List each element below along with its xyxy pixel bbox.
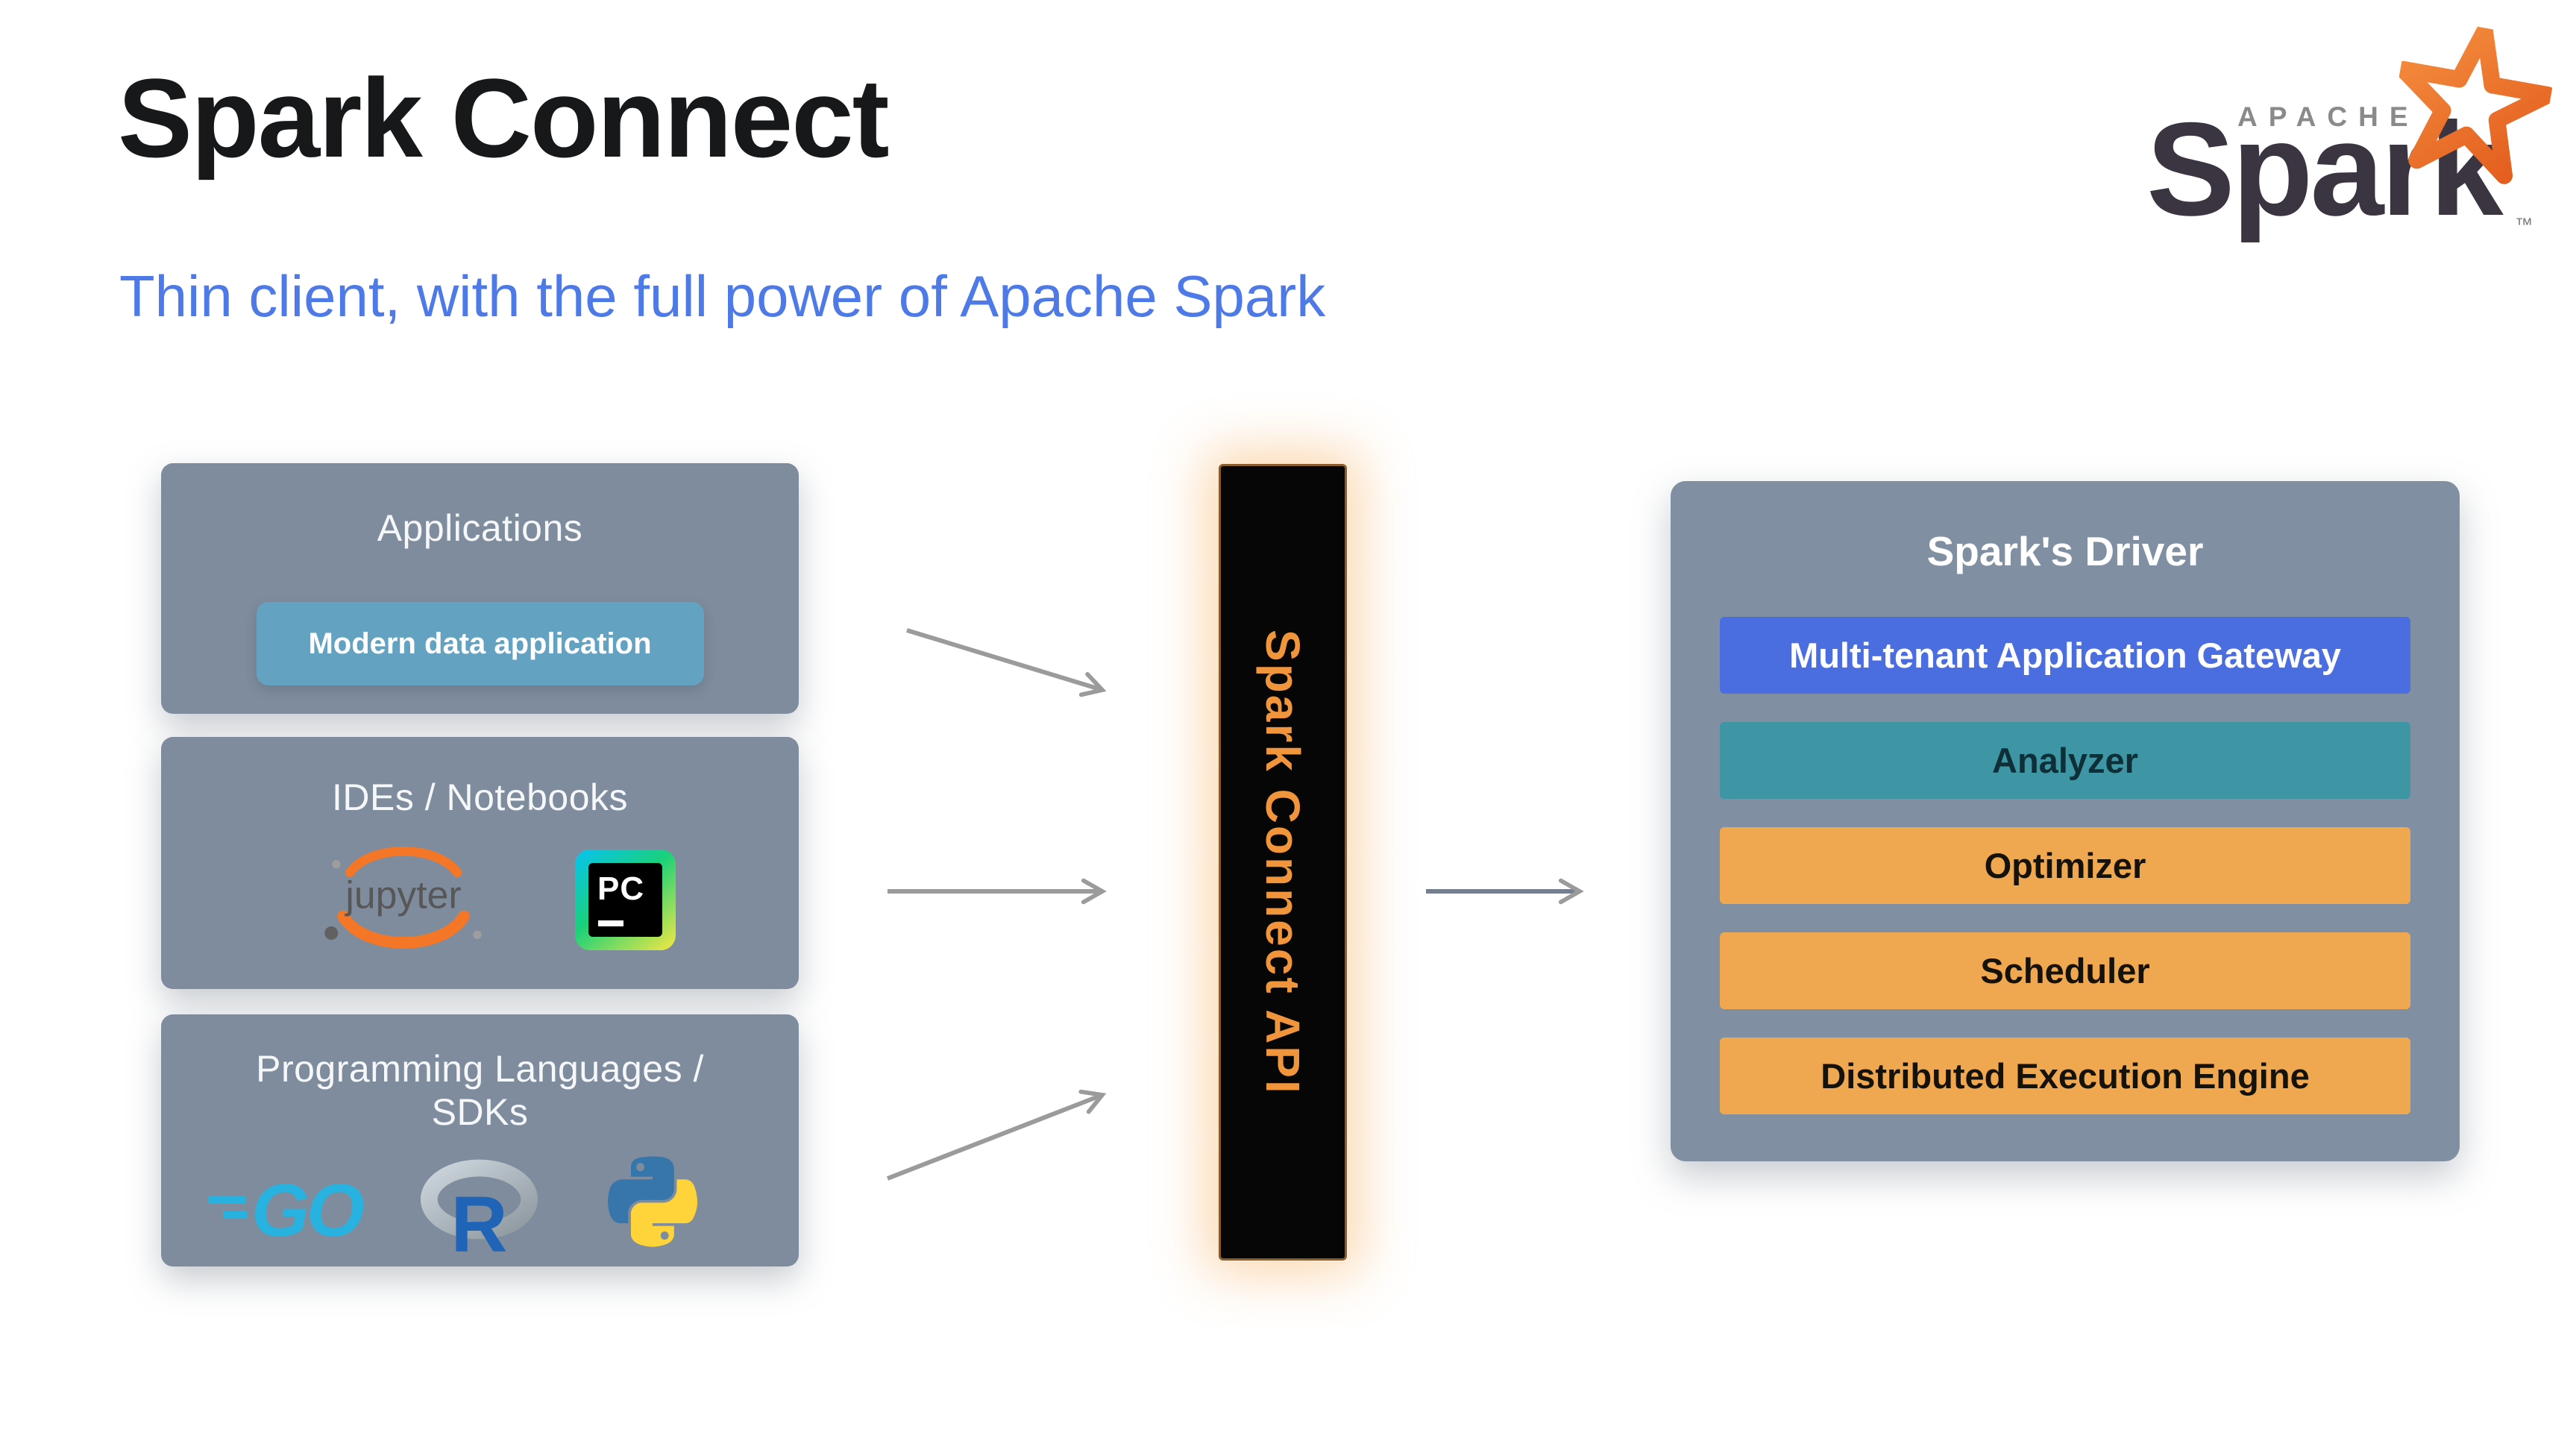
driver-row-gateway: Multi-tenant Application Gateway xyxy=(1720,617,2410,694)
driver-row-execution-engine: Distributed Execution Engine xyxy=(1720,1038,2410,1114)
applications-box: Applications Modern data application xyxy=(161,463,799,714)
page-title: Spark Connect xyxy=(118,55,890,181)
jupyter-label: jupyter xyxy=(344,873,461,916)
applications-title: Applications xyxy=(377,507,583,549)
languages-sdks-title: Programming Languages / SDKs xyxy=(256,1048,704,1133)
pycharm-icon: PC xyxy=(575,849,676,950)
arrow-languages-to-api xyxy=(886,1089,1107,1181)
language-logo-row: GO R xyxy=(161,1155,799,1266)
apache-label: APACHE xyxy=(2237,101,2419,132)
driver-row-scheduler: Scheduler xyxy=(1720,932,2410,1009)
ide-logo-row: jupyter PC xyxy=(161,832,799,967)
spark-driver-box: Spark's Driver Multi-tenant Application … xyxy=(1671,481,2460,1161)
arrow-applications-to-api xyxy=(906,628,1107,697)
pycharm-underscore xyxy=(598,920,623,926)
go-label: GO xyxy=(251,1168,365,1252)
languages-sdks-box: Programming Languages / SDKs GO R xyxy=(161,1014,799,1266)
ides-notebooks-title: IDEs / Notebooks xyxy=(331,776,629,818)
spark-connect-api-label: Spark Connect API xyxy=(1256,629,1310,1096)
r-label: R xyxy=(450,1181,507,1266)
jupyter-icon: jupyter xyxy=(324,847,482,949)
driver-rows: Multi-tenant Application Gateway Analyze… xyxy=(1720,617,2410,1114)
trademark-label: ™ xyxy=(2515,215,2533,235)
apache-spark-logo: APACHE Spark ™ xyxy=(2133,22,2566,251)
python-icon xyxy=(607,1156,697,1247)
pycharm-label: PC xyxy=(597,870,645,907)
spark-star-icon xyxy=(2395,22,2557,184)
spark-driver-title: Spark's Driver xyxy=(1926,528,2204,574)
ides-notebooks-box: IDEs / Notebooks jupyter PC xyxy=(161,737,799,989)
driver-row-analyzer: Analyzer xyxy=(1720,722,2410,799)
page-subtitle: Thin client, with the full power of Apac… xyxy=(119,263,1326,329)
r-icon: R xyxy=(420,1159,538,1266)
go-icon: GO xyxy=(208,1168,365,1254)
modern-data-application-chip: Modern data application xyxy=(256,602,704,685)
spark-connect-api-bar: Spark Connect API xyxy=(1219,464,1347,1261)
driver-row-optimizer: Optimizer xyxy=(1720,827,2410,904)
